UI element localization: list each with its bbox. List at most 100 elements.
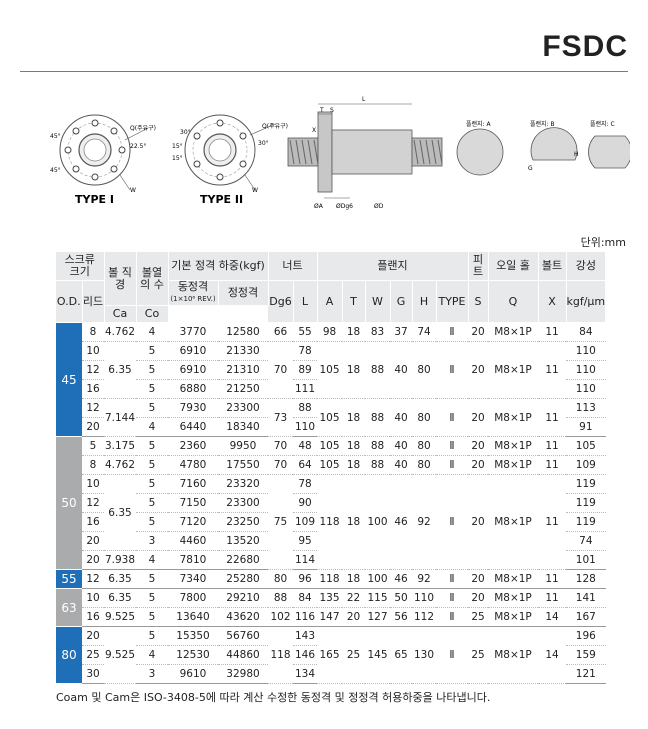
- w-cell: 83: [365, 322, 390, 342]
- flange-shape-a: [456, 128, 504, 176]
- static-load-cell: 23320: [218, 474, 268, 494]
- s-cell: 25: [468, 607, 488, 627]
- static-load-cell: 29210: [218, 588, 268, 608]
- g-cell: 46: [390, 474, 412, 570]
- nut-length-cell: 111: [293, 379, 317, 399]
- header-screw-size: 스크류 크기: [56, 252, 105, 281]
- static-load-cell: 23300: [218, 398, 268, 418]
- x-cell: 11: [538, 436, 566, 456]
- nut-length-cell: 96: [293, 569, 317, 589]
- static-load-cell: 21310: [218, 360, 268, 380]
- page-title: FSDC: [542, 30, 628, 63]
- lead-cell: 10: [82, 341, 104, 361]
- hh-cell: 112: [412, 607, 436, 627]
- a-cell: 105: [317, 436, 342, 456]
- hh-cell: 80: [412, 455, 436, 475]
- angle-30-b: 30°: [258, 140, 269, 147]
- lead-cell: 25: [82, 645, 104, 665]
- q-cell: M8×1P: [488, 322, 538, 342]
- nut-length-cell: 134: [293, 664, 317, 684]
- g-cell: 40: [390, 341, 412, 399]
- stiffness-cell: 167: [566, 607, 606, 627]
- ball-dia-cell: 4.762: [104, 322, 136, 342]
- ball-rows-cell: 4: [136, 322, 168, 342]
- lead-cell: 12: [82, 360, 104, 380]
- type-cell: Ⅱ: [436, 474, 468, 570]
- w-cell: 115: [365, 588, 390, 608]
- a-cell: 118: [317, 474, 342, 570]
- nut-length-cell: 110: [293, 417, 317, 437]
- header-ball-dia: 볼 직 경: [104, 252, 137, 306]
- header-oil-hole: 오일 홀: [488, 252, 539, 281]
- dg6-cell: 75: [268, 474, 293, 570]
- type-cell: Ⅱ: [436, 626, 468, 684]
- type1-q-label: Q(주유구): [130, 125, 156, 132]
- dim-l-label: L: [362, 96, 366, 103]
- w-cell: 88: [365, 436, 390, 456]
- stiffness-cell: 159: [566, 645, 606, 665]
- header-pitch: 피 트: [468, 252, 489, 281]
- header-od: O.D.: [56, 280, 83, 323]
- angle-45-bottom: 45°: [50, 167, 61, 174]
- s-cell: 20: [468, 588, 488, 608]
- s-cell: 20: [468, 455, 488, 475]
- hh-cell: 92: [412, 569, 436, 589]
- dynamic-load-cell: 7930: [168, 398, 218, 418]
- w-cell: 88: [365, 455, 390, 475]
- x-cell: 11: [538, 474, 566, 570]
- nut-length-cell: 78: [293, 341, 317, 361]
- ball-rows-cell: 4: [136, 645, 168, 665]
- t-cell: 18: [342, 436, 365, 456]
- g-cell: 50: [390, 588, 412, 608]
- od-cell: 45: [56, 322, 82, 437]
- dim-h-label: H: [574, 151, 579, 158]
- lead-cell: 12: [82, 493, 104, 513]
- stiffness-cell: 101: [566, 550, 606, 570]
- type2-q-label: Q(주유구): [262, 123, 288, 130]
- flange-shape-c: [588, 135, 630, 169]
- angle-45-top: 45°: [50, 133, 61, 140]
- x-cell: 11: [538, 455, 566, 475]
- type-cell: Ⅱ: [436, 607, 468, 627]
- lead-cell: 20: [82, 531, 104, 551]
- header-ca: Ca: [104, 305, 137, 323]
- ball-rows-cell: 4: [136, 550, 168, 570]
- a-cell: 118: [317, 569, 342, 589]
- angle-30-a: 30°: [180, 129, 191, 136]
- nut-length-cell: 114: [293, 550, 317, 570]
- lead-cell: 20: [82, 550, 104, 570]
- q-cell: M8×1P: [488, 569, 538, 589]
- header-flange: 플랜지: [317, 252, 469, 281]
- header-h: H: [412, 280, 437, 323]
- header-bolt: 볼트: [538, 252, 567, 281]
- nut-length-cell: 109: [293, 512, 317, 532]
- static-load-cell: 21250: [218, 379, 268, 399]
- ball-dia-cell: 9.525: [104, 607, 136, 627]
- ball-dia-cell: 9.525: [104, 626, 136, 684]
- ball-rows-cell: 5: [136, 512, 168, 532]
- header-lead: 리드: [82, 280, 105, 323]
- t-cell: 18: [342, 569, 365, 589]
- s-cell: 20: [468, 474, 488, 570]
- dynamic-load-cell: 4780: [168, 455, 218, 475]
- ball-dia-cell: 6.35: [104, 341, 136, 399]
- ball-rows-cell: 5: [136, 607, 168, 627]
- hh-cell: 130: [412, 626, 436, 684]
- header-t: T: [342, 280, 366, 323]
- stiffness-cell: 119: [566, 493, 606, 513]
- title-divider: [20, 71, 628, 72]
- dg6-cell: 102: [268, 607, 293, 627]
- stiffness-cell: 141: [566, 588, 606, 608]
- flange-a-label: 플랜지: A: [466, 120, 491, 128]
- dim-a-label: ØA: [314, 203, 324, 210]
- type-cell: Ⅱ: [436, 569, 468, 589]
- x-cell: 11: [538, 588, 566, 608]
- dg6-cell: 70: [268, 341, 293, 399]
- header-nut: 너트: [268, 252, 318, 281]
